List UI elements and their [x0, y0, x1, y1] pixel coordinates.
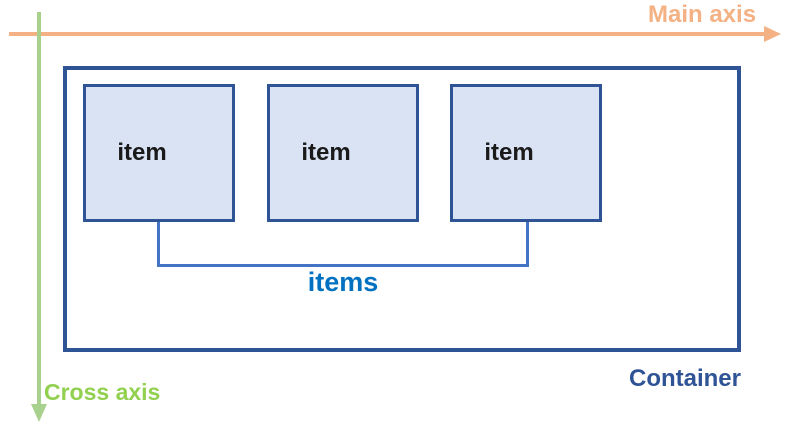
flex-item-box: item — [450, 84, 602, 222]
cross-axis-arrowhead-icon — [31, 404, 47, 422]
items-group-bracket — [157, 222, 529, 267]
main-axis-arrowhead-icon — [764, 26, 781, 42]
main-axis-label: Main axis — [648, 1, 757, 28]
cross-axis-label: Cross axis — [44, 379, 161, 405]
cross-axis-arrow-line — [37, 12, 41, 406]
flex-item-box: item — [267, 84, 419, 222]
items-group-label: items — [307, 267, 379, 297]
main-axis-arrow-line — [9, 32, 766, 36]
container-label: Container — [628, 365, 741, 392]
flex-item-box: item — [83, 84, 235, 222]
